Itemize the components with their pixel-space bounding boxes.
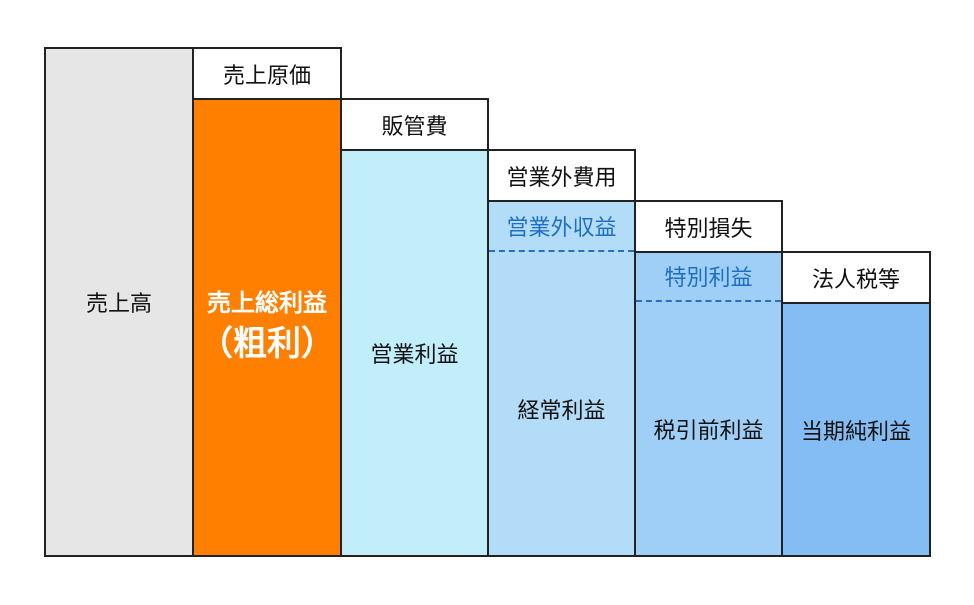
- extraordinary-loss-label: 特別損失: [664, 216, 753, 242]
- non-operating-income-label: 営業外収益: [506, 215, 617, 241]
- sales-label: 売上高: [85, 292, 152, 317]
- taxes-box: 法人税等: [781, 251, 931, 304]
- cogs-box: 売上原価: [192, 47, 342, 100]
- non-operating-income-label-area: 営業外収益: [487, 200, 636, 251]
- net-profit-label: 当期純利益: [800, 419, 911, 445]
- extraordinary-income-label-area: 特別利益: [634, 251, 783, 301]
- extraordinary-income-divider: [636, 300, 781, 302]
- net-profit-box: 当期純利益: [781, 302, 931, 557]
- sales-box: 売上高: [44, 47, 194, 557]
- operating-profit-label: 営業利益: [370, 343, 459, 368]
- non-operating-expenses-box: 営業外費用: [487, 149, 636, 202]
- non-operating-income-divider: [489, 250, 634, 252]
- sga-box: 販管費: [340, 98, 489, 151]
- gross-profit-box: 売上総利益 （粗利）: [192, 98, 342, 557]
- gross-profit-text: 売上総利益 （粗利）: [199, 287, 335, 368]
- ordinary-profit-label: 経常利益: [517, 398, 606, 424]
- extraordinary-loss-box: 特別損失: [634, 200, 783, 253]
- cogs-label: 売上原価: [222, 63, 311, 89]
- sga-label: 販管費: [381, 114, 448, 140]
- ordinary-profit-box: 経常利益: [487, 200, 636, 557]
- operating-profit-box: 営業利益: [340, 149, 489, 557]
- gross-profit-short-label: （粗利）: [199, 323, 335, 364]
- non-operating-expenses-label: 営業外費用: [506, 165, 617, 191]
- extraordinary-income-label: 特別利益: [664, 266, 753, 291]
- taxes-label: 法人税等: [811, 267, 900, 293]
- gross-profit-label: 売上総利益: [207, 288, 327, 317]
- pretax-profit-box: 税引前利益: [634, 251, 783, 557]
- pretax-profit-label: 税引前利益: [653, 419, 764, 444]
